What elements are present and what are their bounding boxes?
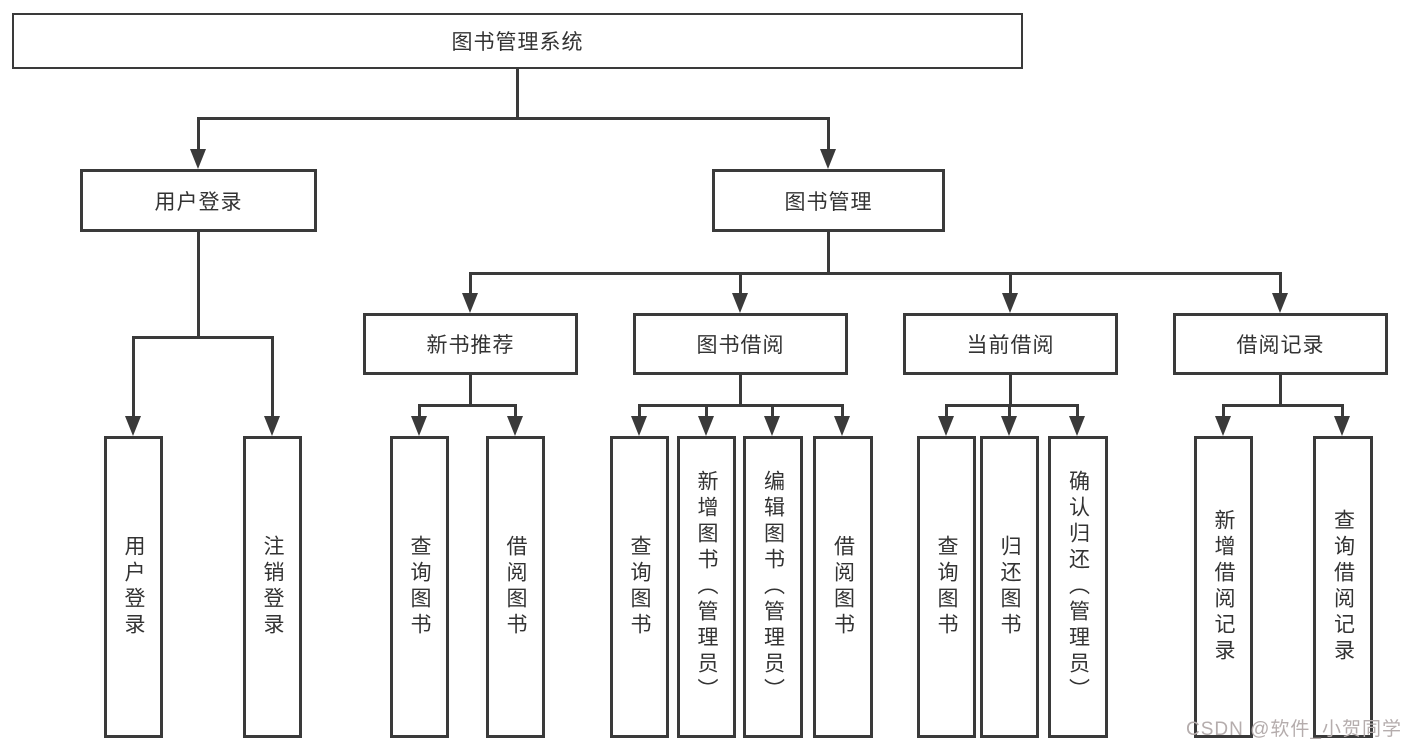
connector-line [1008, 404, 1011, 418]
connector-line [469, 272, 1282, 275]
connector-line [469, 272, 472, 295]
connector-line [1279, 272, 1282, 295]
connector-line [516, 69, 519, 118]
arrow-down-icon [190, 149, 206, 169]
leaf-borrow-books-borrowing: 借阅图书 [813, 436, 873, 738]
connector-line [418, 404, 421, 418]
node-label: 查询图书 [628, 535, 652, 639]
arrow-down-icon [732, 293, 748, 313]
node-label: 新书推荐 [426, 334, 515, 357]
node-label: 查询图书 [935, 535, 959, 639]
node-label: 当前借阅 [966, 334, 1055, 357]
node-label: 用户登录 [154, 190, 243, 214]
node-label: 归还图书 [998, 535, 1022, 639]
node-label: 图书借阅 [696, 334, 785, 357]
node-label: 查询借阅记录 [1331, 509, 1355, 665]
arrow-down-icon [1069, 416, 1085, 436]
node-label: 编辑图书（管理员） [761, 470, 785, 704]
connector-line [1222, 404, 1343, 407]
connector-line [1341, 404, 1344, 418]
connector-line [945, 404, 1079, 407]
node-label: 新增图书（管理员） [695, 470, 719, 704]
node-library-management-system: 图书管理系统 [12, 13, 1023, 69]
node-borrowing-records: 借阅记录 [1173, 313, 1388, 375]
arrow-down-icon [698, 416, 714, 436]
connector-line [1009, 375, 1012, 406]
node-label: 用户登录 [122, 535, 146, 639]
arrow-down-icon [1002, 293, 1018, 313]
connector-line [827, 117, 830, 152]
leaf-user-login: 用户登录 [104, 436, 163, 738]
leaf-add-book-admin: 新增图书（管理员） [677, 436, 736, 738]
arrow-down-icon [1001, 416, 1017, 436]
node-label: 借阅图书 [831, 535, 855, 639]
arrow-down-icon [1272, 293, 1288, 313]
arrow-down-icon [462, 293, 478, 313]
connector-line [827, 232, 830, 274]
node-label: 图书管理系统 [451, 31, 584, 54]
arrow-down-icon [411, 416, 427, 436]
leaf-query-books-borrowing: 查询图书 [610, 436, 669, 738]
connector-line [705, 404, 708, 418]
node-current-borrowing: 当前借阅 [903, 313, 1118, 375]
connector-line [469, 375, 472, 406]
connector-line [197, 232, 200, 338]
leaf-return-books: 归还图书 [980, 436, 1039, 738]
leaf-confirm-return-admin: 确认归还（管理员） [1048, 436, 1108, 738]
node-label: 确认归还（管理员） [1066, 470, 1090, 704]
connector-line [771, 404, 774, 418]
connector-line [841, 404, 844, 418]
leaf-query-books-newbooks: 查询图书 [390, 436, 449, 738]
node-user-login: 用户登录 [80, 169, 317, 232]
leaf-logout: 注销登录 [243, 436, 302, 738]
connector-line [1076, 404, 1079, 418]
watermark-text: CSDN @软件_小贺同学 [1186, 719, 1402, 740]
leaf-query-borrow-record: 查询借阅记录 [1313, 436, 1373, 738]
arrow-down-icon [938, 416, 954, 436]
arrow-down-icon [264, 416, 280, 436]
connector-line [197, 117, 830, 120]
node-book-borrowing: 图书借阅 [633, 313, 848, 375]
node-label: 查询图书 [408, 535, 432, 639]
arrow-down-icon [125, 416, 141, 436]
node-new-book-recommendation: 新书推荐 [363, 313, 578, 375]
arrow-down-icon [834, 416, 850, 436]
leaf-query-books-current: 查询图书 [917, 436, 976, 738]
connector-line [638, 404, 641, 418]
node-label: 新增借阅记录 [1212, 509, 1236, 665]
node-label: 图书管理 [784, 190, 873, 214]
connector-line [132, 336, 135, 416]
connector-line [739, 272, 742, 295]
node-label: 借阅图书 [504, 535, 528, 639]
connector-line [132, 336, 274, 339]
connector-line [514, 404, 517, 418]
arrow-down-icon [507, 416, 523, 436]
connector-line [418, 404, 517, 407]
connector-line [271, 336, 274, 416]
arrow-down-icon [820, 149, 836, 169]
connector-line [1009, 272, 1012, 295]
node-label: 借阅记录 [1236, 334, 1325, 357]
leaf-edit-book-admin: 编辑图书（管理员） [743, 436, 803, 738]
connector-line [1279, 375, 1282, 406]
leaf-borrow-books-newbooks: 借阅图书 [486, 436, 545, 738]
connector-line [1222, 404, 1225, 418]
arrow-down-icon [1334, 416, 1350, 436]
connector-line [739, 375, 742, 406]
arrow-down-icon [1215, 416, 1231, 436]
connector-line [945, 404, 948, 418]
connector-line [197, 117, 200, 152]
arrow-down-icon [764, 416, 780, 436]
arrow-down-icon [631, 416, 647, 436]
connector-line [638, 404, 844, 407]
node-label: 注销登录 [261, 535, 285, 639]
leaf-add-borrow-record: 新增借阅记录 [1194, 436, 1253, 738]
node-book-management: 图书管理 [712, 169, 945, 232]
